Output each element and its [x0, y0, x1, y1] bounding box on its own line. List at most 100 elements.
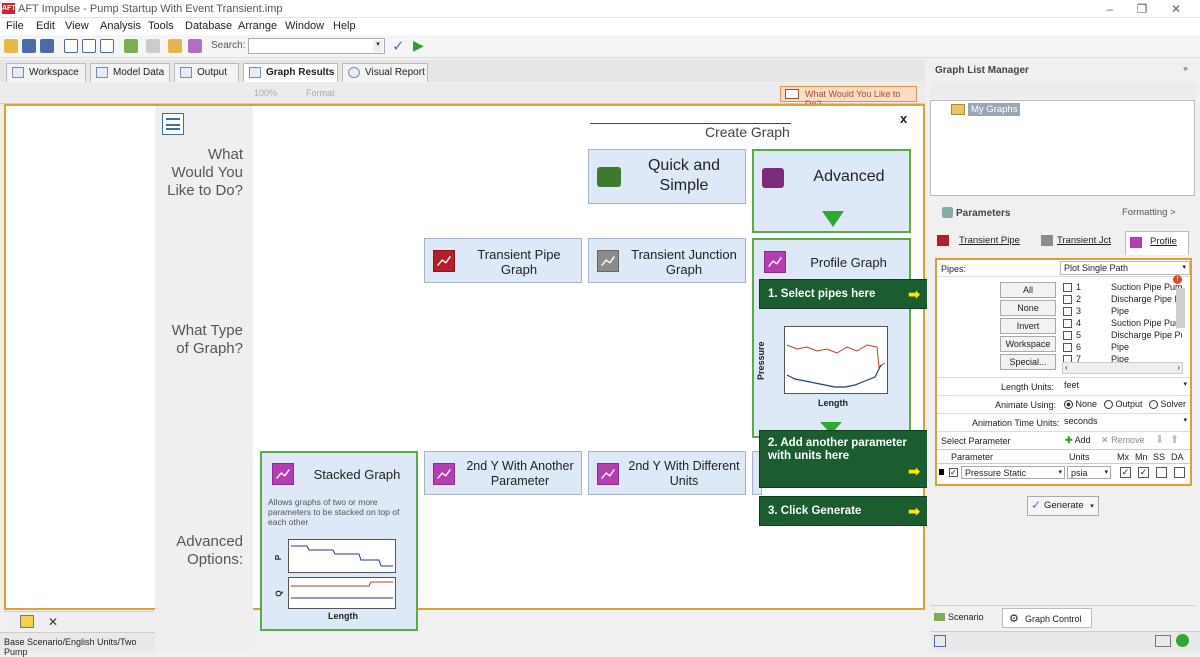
anim-time-select[interactable]: seconds▾	[1061, 415, 1190, 429]
parameter-enable-checkbox[interactable]: ✓	[949, 468, 958, 477]
menu-analysis[interactable]: Analysis	[100, 20, 141, 32]
second-y-different-button[interactable]: 2nd Y With Different Units	[588, 451, 746, 495]
param-tab-profile[interactable]: Profile	[1125, 231, 1189, 255]
pipe-list-scrollbar[interactable]	[1176, 288, 1185, 328]
workspace-mini-icon[interactable]	[20, 615, 34, 628]
restore-icon[interactable]: ❐	[1136, 2, 1148, 16]
layout-icon[interactable]	[100, 39, 114, 53]
advanced-button[interactable]: Advanced	[752, 149, 911, 233]
pipe-checkbox[interactable]	[1063, 295, 1072, 304]
tab-model-data[interactable]: Model Data	[90, 63, 170, 82]
menu-file[interactable]: File	[6, 20, 24, 32]
split-icon[interactable]	[82, 39, 96, 53]
save-icon[interactable]	[22, 39, 36, 53]
second-y-another-button[interactable]: 2nd Y With Another Parameter	[424, 451, 582, 495]
minimize-icon[interactable]: –	[1106, 2, 1114, 16]
generate-button[interactable]: ✓ Generate ▾	[1027, 496, 1099, 516]
profile-graph-button[interactable]: Profile Graph Pressure Length	[752, 238, 911, 438]
graph-toolbar: 100% Format	[0, 83, 925, 104]
max-checkbox[interactable]: ✓	[1120, 467, 1131, 478]
create-graph-labels: What Would You Like to Do? What Type of …	[155, 106, 253, 651]
format-menu[interactable]: Format	[306, 88, 335, 98]
close-create-graph-icon[interactable]: x	[900, 111, 908, 126]
title-bar: AFT AFT Impulse - Pump Startup With Even…	[0, 0, 1200, 18]
run-icon[interactable]: ▶	[413, 37, 424, 53]
pipe-checkbox[interactable]	[1063, 307, 1072, 316]
window-icon[interactable]	[64, 39, 78, 53]
transient-pipe-graph-button[interactable]: Transient Pipe Graph	[424, 238, 582, 283]
select-none-button[interactable]: None	[1000, 300, 1056, 316]
formatting-link[interactable]: Formatting >	[1122, 207, 1176, 218]
pipe-checkbox[interactable]	[1063, 355, 1072, 363]
invert-button[interactable]: Invert	[1000, 318, 1056, 334]
move-down-icon[interactable]: ⬇	[1155, 434, 1165, 446]
save-as-icon[interactable]	[40, 39, 54, 53]
what-type-heading: What Type of Graph?	[171, 322, 243, 357]
stacked-graph-button[interactable]: Stacked Graph Allows graphs of two or mo…	[260, 451, 418, 631]
pipe-checkbox[interactable]	[1063, 283, 1072, 292]
param-tab-transient-pipe[interactable]: Transient Pipe	[937, 235, 1020, 246]
stacked-plot-bottom	[288, 577, 396, 609]
graph-control-tab[interactable]: ⚙Graph Control	[1002, 608, 1092, 628]
check-icon[interactable]: ✓	[392, 38, 405, 55]
back-icon[interactable]	[146, 39, 160, 53]
length-units-select[interactable]: feet▾	[1061, 379, 1190, 393]
parameter-select[interactable]: Pressure Static▾	[961, 466, 1065, 479]
scenario-icon[interactable]	[124, 39, 138, 53]
move-up-icon[interactable]: ⬆	[1170, 434, 1180, 446]
stacked-graph-label: Stacked Graph	[313, 467, 401, 482]
tab-visual-report[interactable]: Visual Report	[342, 63, 428, 82]
plot-mode-select[interactable]: Plot Single Path▾	[1060, 261, 1190, 275]
min-checkbox[interactable]: ✓	[1138, 467, 1149, 478]
special-button[interactable]: Special...	[1000, 354, 1056, 370]
animate-output-radio[interactable]: Output	[1104, 399, 1143, 410]
pin-icon[interactable]: ⌖	[1183, 64, 1189, 74]
ss-checkbox[interactable]	[1156, 467, 1167, 478]
transient-junction-graph-button[interactable]: Transient Junction Graph	[588, 238, 746, 283]
quick-simple-button[interactable]: Quick and Simple	[588, 149, 746, 204]
menu-tools[interactable]: Tools	[148, 20, 174, 32]
pipe-list-hscroll[interactable]: ‹›	[1062, 362, 1183, 374]
parameter-grid-header: Parameter Units Mx Mn SS DA	[937, 449, 1190, 464]
callout-2-text: 2. Add another parameter with units here	[768, 437, 907, 462]
select-all-button[interactable]: All	[1000, 282, 1056, 298]
animate-solver-radio[interactable]: Solver	[1149, 399, 1186, 410]
what-would-you-button[interactable]: What Would You Like to Do?	[780, 86, 917, 109]
workspace-button[interactable]: Workspace	[1000, 336, 1056, 352]
tab-output[interactable]: Output	[174, 63, 239, 82]
profile-preview-plot	[784, 326, 888, 394]
close-window-icon[interactable]: ✕	[1170, 2, 1182, 16]
zoom-level[interactable]: 100%	[254, 88, 278, 98]
param-tab-transient-jct[interactable]: Transient Jct	[1041, 235, 1111, 246]
flask-icon[interactable]	[188, 39, 202, 53]
scenario-tab[interactable]: Scenario	[934, 612, 984, 622]
remove-parameter-button[interactable]: ✕ Remove	[1101, 435, 1145, 445]
search-input[interactable]: ▾	[248, 38, 385, 54]
menu-edit[interactable]: Edit	[36, 20, 55, 32]
pipe-checkbox[interactable]	[1063, 331, 1072, 340]
da-checkbox[interactable]	[1174, 467, 1185, 478]
palette-icon[interactable]	[168, 39, 182, 53]
menu-window[interactable]: Window	[285, 20, 325, 32]
my-graphs-item[interactable]: My Graphs	[968, 103, 1021, 116]
menu-help[interactable]: Help	[333, 20, 356, 32]
pipe-checkbox[interactable]	[1063, 343, 1072, 352]
status-window-icon[interactable]	[934, 635, 946, 647]
menu-database[interactable]: Database	[185, 20, 233, 32]
animate-none-radio[interactable]: None	[1064, 399, 1097, 410]
search-dropdown-icon[interactable]: ▾	[373, 40, 383, 52]
open-icon[interactable]	[4, 39, 18, 53]
units-chevron-icon: ▾	[1104, 469, 1108, 476]
scroll-left-icon[interactable]: ‹	[1065, 363, 1068, 372]
parameter-units-select[interactable]: psia▾	[1067, 466, 1111, 479]
add-parameter-button[interactable]: ✚ Add	[1065, 435, 1091, 445]
tab-graph-results[interactable]: Graph Results	[243, 63, 338, 82]
close-pane-icon[interactable]: ✕	[48, 615, 59, 629]
tab-workspace[interactable]: Workspace	[6, 63, 86, 82]
status-layout-icon[interactable]	[1155, 635, 1171, 647]
scroll-right-icon[interactable]: ›	[1177, 363, 1180, 372]
menu-view[interactable]: View	[65, 20, 89, 32]
grid-header-units: Units	[1069, 452, 1090, 462]
pipe-checkbox[interactable]	[1063, 319, 1072, 328]
menu-arrange[interactable]: Arrange	[238, 20, 278, 32]
